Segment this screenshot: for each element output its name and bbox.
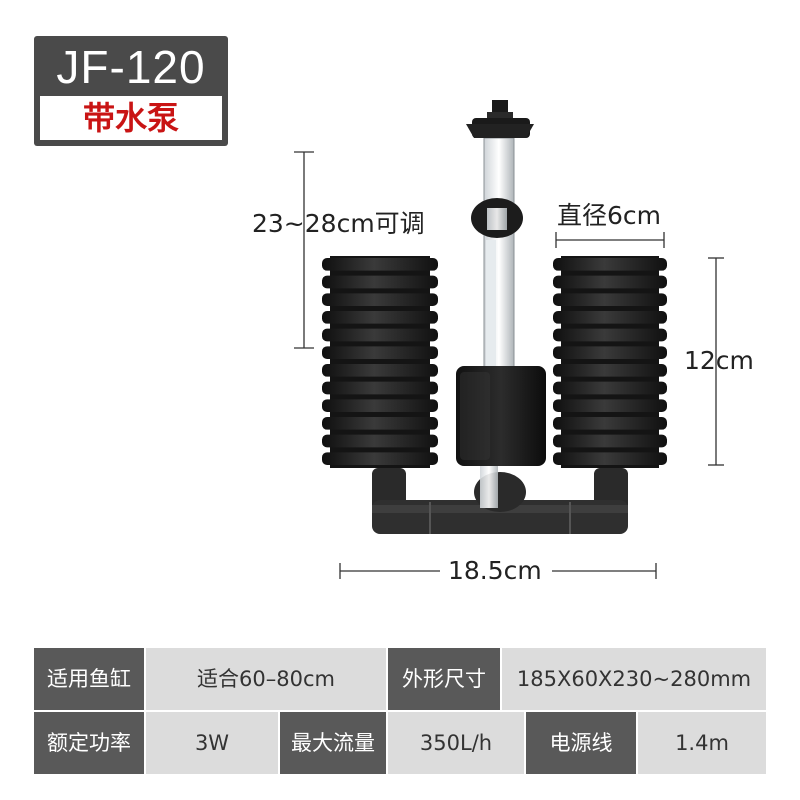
spec-value-size: 185X60X230~280mm bbox=[502, 648, 766, 710]
sponge-left bbox=[322, 256, 438, 468]
width-label: 18.5cm bbox=[448, 556, 542, 585]
spec-key-tank: 适用鱼缸 bbox=[34, 648, 144, 710]
lift-tube bbox=[466, 100, 534, 374]
model-code: JF-120 bbox=[56, 41, 206, 93]
spec-value-tank: 适合60–80cm bbox=[146, 648, 386, 710]
sponge-height-label: 12cm bbox=[684, 346, 754, 375]
diameter-label: 直径6cm bbox=[557, 201, 662, 230]
spec-row: 适用鱼缸 适合60–80cm 外形尺寸 185X60X230~280mm bbox=[34, 648, 766, 710]
pump-box bbox=[456, 366, 546, 466]
spec-key-power: 额定功率 bbox=[34, 712, 144, 774]
spec-value-cable: 1.4m bbox=[638, 712, 766, 774]
spec-key-flow: 最大流量 bbox=[280, 712, 386, 774]
spec-value-flow: 350L/h bbox=[388, 712, 524, 774]
model-subtitle: 带水泵 bbox=[40, 96, 222, 140]
center-connector bbox=[474, 462, 526, 512]
model-badge: JF-120 带水泵 bbox=[34, 36, 228, 146]
height-label: 23~28cm可调 bbox=[252, 209, 425, 238]
spec-value-power: 3W bbox=[146, 712, 278, 774]
dimension-lines bbox=[294, 151, 724, 579]
spec-row: 额定功率 3W 最大流量 350L/h 电源线 1.4m bbox=[34, 712, 766, 774]
spec-table: 适用鱼缸 适合60–80cm 外形尺寸 185X60X230~280mm 额定功… bbox=[34, 648, 766, 774]
spec-key-cable: 电源线 bbox=[526, 712, 636, 774]
sponge-right bbox=[553, 256, 667, 468]
spec-key-size: 外形尺寸 bbox=[388, 648, 500, 710]
